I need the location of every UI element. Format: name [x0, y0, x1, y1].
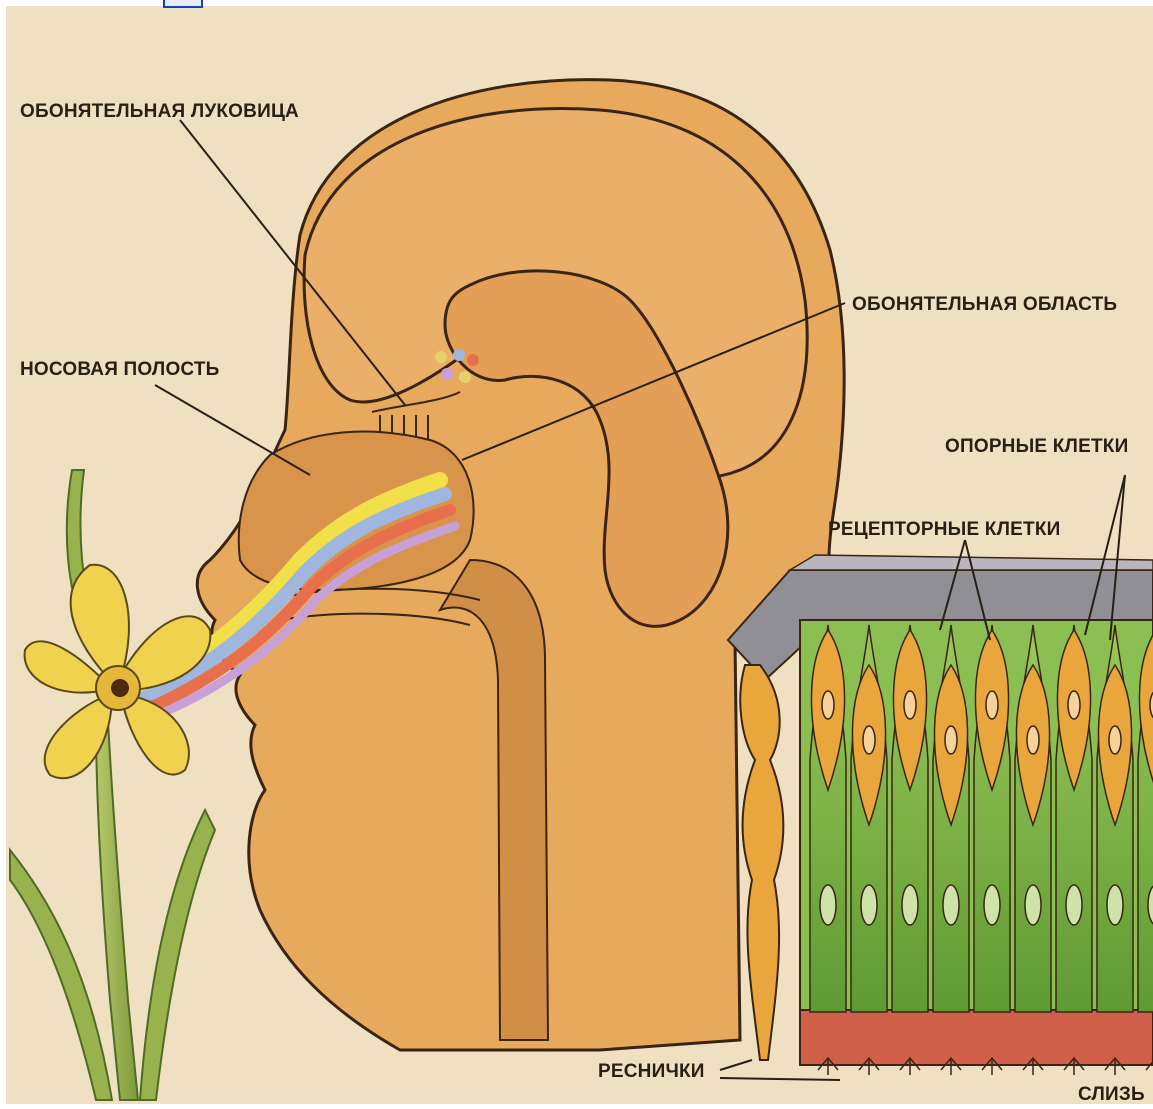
flower-center	[111, 679, 129, 697]
receptor-cell-nucleus	[1109, 726, 1121, 754]
support-cell-nucleus	[820, 885, 836, 925]
support-cell-nucleus	[984, 885, 1000, 925]
receptor-cell-nucleus	[1068, 691, 1080, 719]
support-cell-nucleus	[1107, 885, 1123, 925]
receptor-cell-nucleus	[986, 691, 998, 719]
bulb-spot	[467, 354, 479, 366]
receptor-cell-nucleus	[904, 691, 916, 719]
support-cell-nucleus	[861, 885, 877, 925]
label-olfactory-area: ОБОНЯТЕЛЬНАЯ ОБЛАСТЬ	[852, 294, 1117, 315]
label-receptor-cells: РЕЦЕПТОРНЫЕ КЛЕТКИ	[828, 519, 1060, 540]
label-olfactory-bulb: ОБОНЯТЕЛЬНАЯ ЛУКОВИЦА	[20, 101, 299, 122]
selection-handle[interactable]	[163, 0, 203, 8]
support-cell-nucleus	[1066, 885, 1082, 925]
receptor-cell-nucleus	[1027, 726, 1039, 754]
label-support-cells: ОПОРНЫЕ КЛЕТКИ	[945, 436, 1128, 457]
label-mucus: СЛИЗЬ	[1078, 1084, 1145, 1104]
label-nasal-cavity: НОСОВАЯ ПОЛОСТЬ	[20, 359, 220, 380]
bulb-spot	[435, 351, 447, 363]
support-cell-nucleus	[943, 885, 959, 925]
receptor-cell-nucleus	[822, 691, 834, 719]
bulb-spot	[441, 368, 453, 380]
support-cell-nucleus	[1025, 885, 1041, 925]
receptor-cell-nucleus	[863, 726, 875, 754]
bulb-spot	[459, 371, 471, 383]
receptor-cell-nucleus	[945, 726, 957, 754]
label-cilia: РЕСНИЧКИ	[598, 1061, 705, 1082]
bulb-spot	[453, 349, 465, 361]
basal-layer	[800, 1010, 1153, 1065]
support-cell-nucleus	[902, 885, 918, 925]
